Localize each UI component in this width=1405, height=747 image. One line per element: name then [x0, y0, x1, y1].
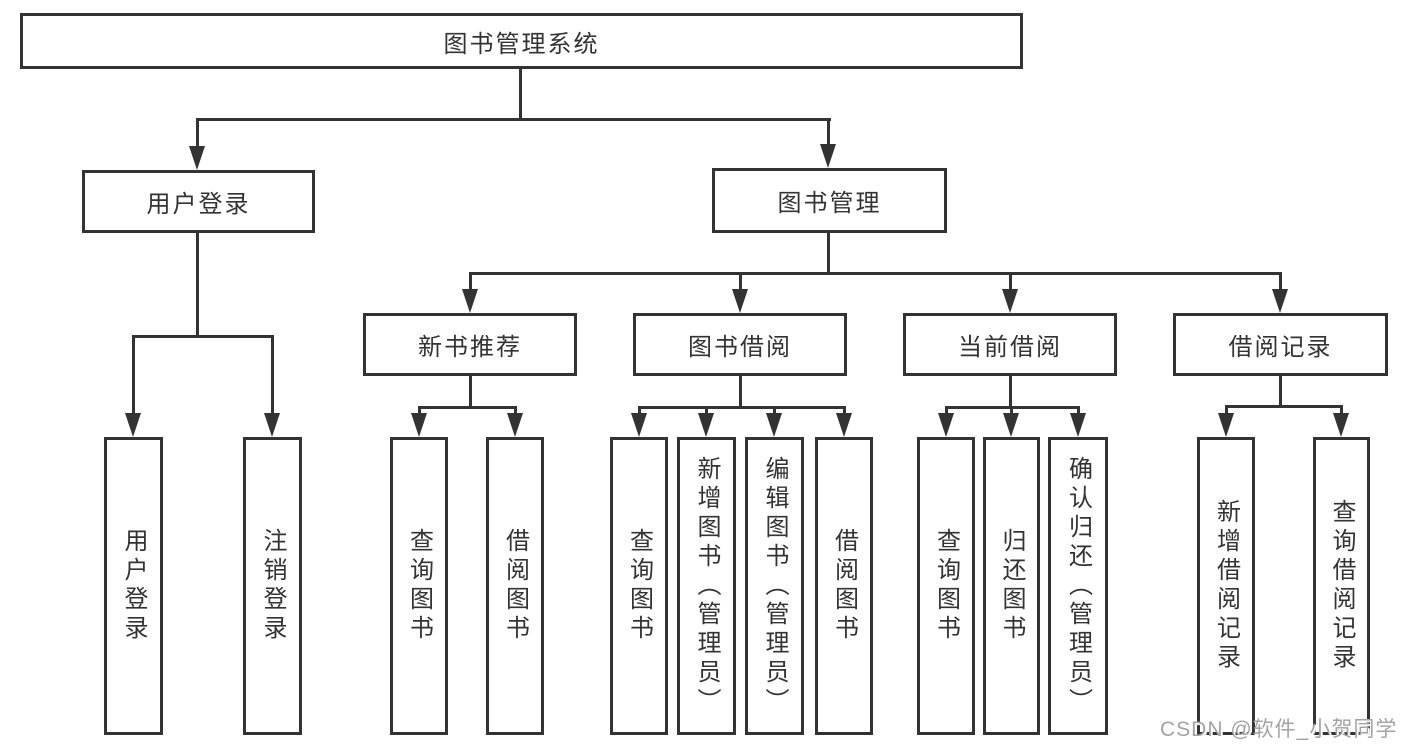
node-book-borrow: 图书借阅	[633, 313, 847, 376]
arrowhead-down-icon	[1218, 413, 1234, 437]
connector-vline	[705, 406, 708, 416]
connector-hline	[132, 335, 274, 338]
node-bb-query-books: 查询图书	[610, 437, 668, 735]
connector-vline	[514, 406, 517, 416]
node-library-management-system: 图书管理系统	[20, 13, 1023, 69]
watermark-text: CSDN @软件_小贺同学	[1160, 718, 1398, 741]
node-user-login-branch: 用户登录	[82, 170, 315, 233]
arrowhead-down-icon	[462, 289, 478, 313]
node-bb-edit-book-admin: 编辑图书（管理员）	[745, 437, 804, 735]
node-user-login: 用户登录	[104, 437, 163, 735]
arrowhead-down-icon	[1002, 289, 1018, 313]
arrowhead-down-icon	[125, 413, 141, 437]
node-logout: 注销登录	[243, 437, 302, 735]
connector-hline	[418, 406, 517, 409]
arrowhead-down-icon	[1333, 413, 1349, 437]
arrowhead-down-icon	[1070, 413, 1086, 437]
node-current-borrow: 当前借阅	[903, 313, 1117, 376]
connector-vline	[196, 233, 199, 337]
arrowhead-down-icon	[1003, 413, 1019, 437]
connector-vline	[1340, 405, 1343, 416]
node-br-add-record: 新增借阅记录	[1197, 437, 1255, 735]
connector-vline	[418, 406, 421, 416]
connector-hline	[469, 272, 1282, 275]
node-nb-query-books: 查询图书	[390, 437, 448, 735]
arrowhead-down-icon	[836, 413, 852, 437]
connector-vline	[271, 335, 274, 415]
node-book-management: 图书管理	[712, 168, 947, 233]
connector-vline	[638, 406, 641, 416]
arrowhead-down-icon	[631, 413, 647, 437]
connector-vline	[469, 376, 472, 408]
arrowhead-down-icon	[264, 413, 280, 437]
connector-vline	[132, 335, 135, 415]
node-br-query-record: 查询借阅记录	[1313, 437, 1370, 735]
connector-vline	[1279, 376, 1282, 407]
connector-vline	[519, 69, 522, 120]
node-cb-query-books: 查询图书	[917, 437, 975, 735]
connector-vline	[196, 118, 199, 149]
arrowhead-down-icon	[507, 413, 523, 437]
node-cb-return-books: 归还图书	[983, 437, 1040, 735]
connector-vline	[1009, 376, 1012, 408]
connector-vline	[1009, 272, 1012, 291]
connector-vline	[1010, 406, 1013, 416]
arrowhead-down-icon	[189, 146, 205, 170]
arrowhead-down-icon	[1272, 289, 1288, 313]
connector-hline	[1225, 405, 1343, 408]
connector-vline	[1279, 272, 1282, 291]
connector-vline	[739, 376, 742, 408]
connector-vline	[843, 406, 846, 416]
node-nb-borrow-books: 借阅图书	[486, 437, 544, 735]
node-cb-confirm-return-admin: 确认归还（管理员）	[1048, 437, 1108, 735]
node-new-book-recommend: 新书推荐	[363, 313, 577, 376]
arrowhead-down-icon	[938, 413, 954, 437]
node-bb-add-book-admin: 新增图书（管理员）	[677, 437, 736, 735]
arrowhead-down-icon	[766, 413, 782, 437]
connector-vline	[773, 406, 776, 416]
connector-vline	[1225, 405, 1228, 416]
node-borrow-records: 借阅记录	[1173, 313, 1388, 376]
connector-vline	[827, 118, 830, 149]
arrowhead-down-icon	[698, 413, 714, 437]
connector-vline	[1077, 406, 1080, 416]
connector-hline	[638, 406, 846, 409]
connector-vline	[827, 233, 830, 274]
node-bb-borrow-books: 借阅图书	[815, 437, 873, 735]
connector-vline	[469, 272, 472, 291]
connector-vline	[945, 406, 948, 416]
connector-hline	[196, 118, 831, 121]
arrowhead-down-icon	[732, 289, 748, 313]
arrowhead-down-icon	[411, 413, 427, 437]
connector-vline	[739, 272, 742, 291]
arrowhead-down-icon	[820, 144, 836, 168]
